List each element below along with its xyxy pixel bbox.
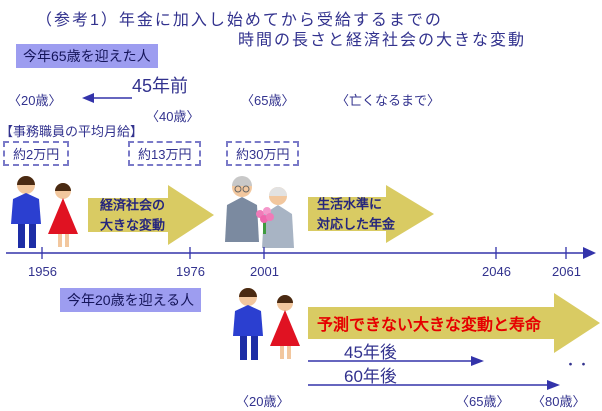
- year-2001: 2001: [250, 264, 279, 279]
- salary-1976-box: 約13万円: [128, 141, 202, 166]
- page-title-line1: （参考1）年金に加入し始めてから受給するまでの: [36, 12, 443, 29]
- right-arrow-45-icon: [308, 356, 484, 366]
- right-arrow-60-icon: [308, 380, 560, 390]
- until-death-label: 〈亡くなるまで〉: [336, 93, 441, 108]
- elderly-couple-illustration: [225, 176, 294, 248]
- unpredictable-change-arrow: 予測できない大きな変動と寿命: [308, 292, 602, 354]
- salary-header: 【事務職員の平均月給】: [0, 124, 144, 139]
- economic-change-arrow: 経済社会の 大きな変動: [88, 184, 216, 246]
- person65-label: 今年65歳を迎えた人: [16, 44, 158, 68]
- timeline-axis: [6, 247, 596, 259]
- young-couple-2-illustration: [233, 288, 300, 360]
- right-block-arrow-icon: [308, 293, 600, 353]
- economic-change-label: 経済社会の 大きな変動: [100, 197, 166, 233]
- span-45-years-after: 45年後: [344, 343, 397, 362]
- salary-2001-box: 約30万円: [226, 141, 300, 166]
- age-80-bottom: 〈80歳〉: [532, 394, 586, 409]
- person20-label: 今年20歳を迎える人: [60, 288, 202, 312]
- pension-label: 生活水準に 対応した年金: [317, 196, 396, 232]
- right-block-arrow-icon: [308, 185, 434, 243]
- age-20-top: 〈20歳〉: [8, 93, 62, 108]
- left-arrow-icon: [82, 93, 132, 103]
- span-60-years-after: 60年後: [344, 367, 397, 386]
- year-2061: 2061: [552, 264, 581, 279]
- age-20-bottom: 〈20歳〉: [236, 394, 290, 409]
- continuation-dots: ・・: [564, 357, 591, 372]
- young-couple-illustration: [11, 176, 78, 248]
- year-1956: 1956: [28, 264, 57, 279]
- age-65-top: 〈65歳〉: [241, 93, 295, 108]
- salary-1956-box: 約2万円: [3, 141, 70, 166]
- span-45-years-before: 45年前: [132, 76, 189, 96]
- age-40-top: 〈40歳〉: [146, 109, 200, 124]
- year-1976: 1976: [176, 264, 205, 279]
- page-title-line2: 時間の長さと経済社会の大きな変動: [238, 32, 527, 49]
- year-2046: 2046: [482, 264, 511, 279]
- unpredictable-change-label: 予測できない大きな変動と寿命: [317, 317, 542, 334]
- pension-arrow: 生活水準に 対応した年金: [308, 184, 436, 244]
- age-65-bottom: 〈65歳〉: [456, 394, 510, 409]
- right-block-arrow-icon: [88, 185, 214, 245]
